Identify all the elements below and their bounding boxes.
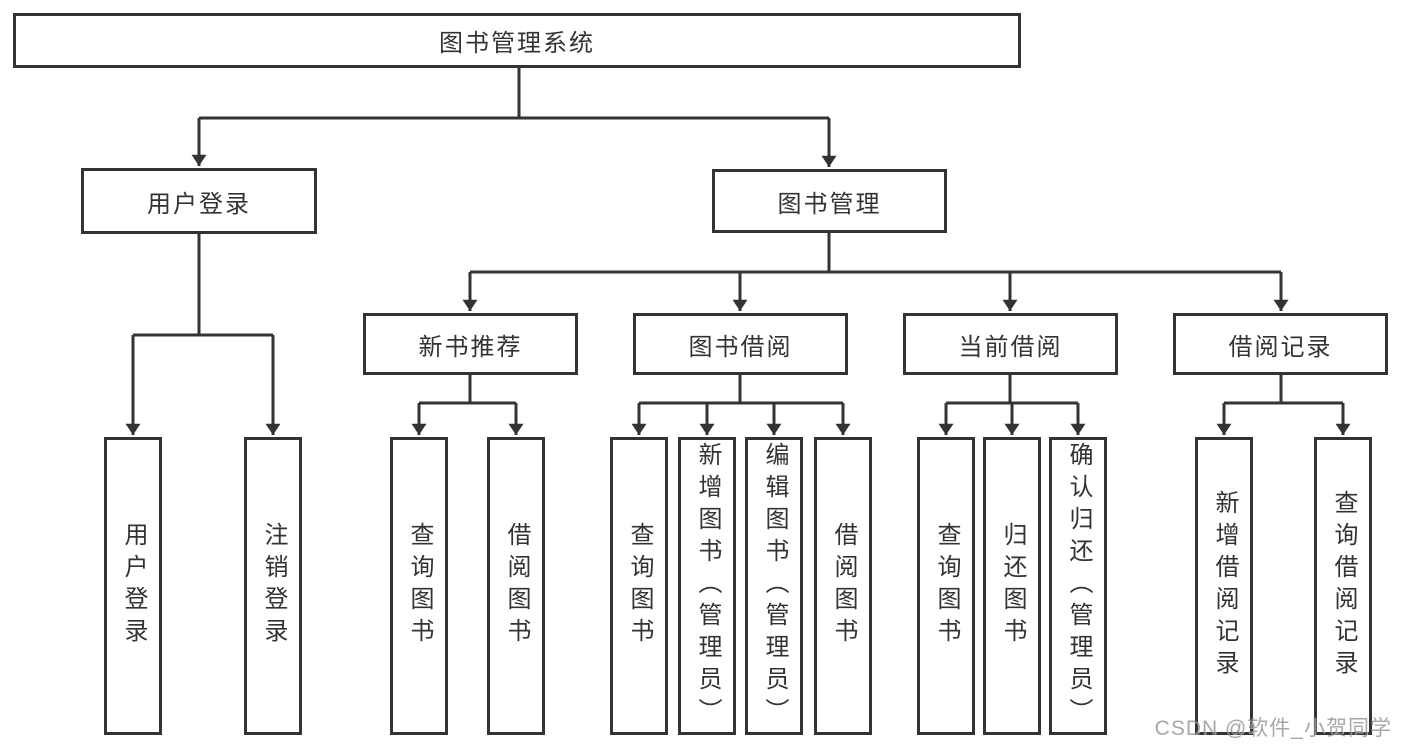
node-query-borrow-record: 查询借阅记录 xyxy=(1314,437,1372,735)
node-return-books-label: 归还图书 xyxy=(999,522,1026,650)
node-edit-books-admin-label: 编辑图书（管理员） xyxy=(761,442,788,730)
node-query-borrow-record-label: 查询借阅记录 xyxy=(1330,490,1357,682)
node-new-book-recommend-label: 新书推荐 xyxy=(418,333,523,361)
node-user-login-module-label: 用户登录 xyxy=(147,190,251,218)
node-user-login-module: 用户登录 xyxy=(81,168,317,234)
node-confirm-return-admin: 确认归还（管理员） xyxy=(1049,437,1107,735)
node-add-borrow-record-label: 新增借阅记录 xyxy=(1211,490,1238,682)
node-borrow-books-recommend-label: 借阅图书 xyxy=(503,522,530,650)
node-borrow-books-recommend: 借阅图书 xyxy=(487,437,545,735)
node-book-management-label: 图书管理 xyxy=(777,190,882,218)
node-current-borrow-label: 当前借阅 xyxy=(958,333,1063,361)
node-book-borrow-label: 图书借阅 xyxy=(688,333,793,361)
node-add-books-admin: 新增图书（管理员） xyxy=(678,437,736,735)
node-borrow-books-leaf-label: 借阅图书 xyxy=(830,522,857,650)
node-current-borrow: 当前借阅 xyxy=(903,313,1118,375)
node-query-books-borrow-label: 查询图书 xyxy=(626,522,653,650)
node-query-books-borrow: 查询图书 xyxy=(610,437,668,735)
node-edit-books-admin: 编辑图书（管理员） xyxy=(745,437,803,735)
node-return-books: 归还图书 xyxy=(983,437,1041,735)
node-query-books-current-label: 查询图书 xyxy=(933,522,960,650)
node-borrow-books-leaf: 借阅图书 xyxy=(814,437,872,735)
node-logout-leaf: 注销登录 xyxy=(244,437,302,735)
node-query-books-current: 查询图书 xyxy=(917,437,975,735)
node-root: 图书管理系统 xyxy=(13,13,1021,68)
node-logout-leaf-label: 注销登录 xyxy=(260,522,287,650)
node-borrow-records-label: 借阅记录 xyxy=(1228,333,1333,361)
node-root-label: 图书管理系统 xyxy=(439,30,595,57)
node-new-book-recommend: 新书推荐 xyxy=(363,313,578,375)
node-add-borrow-record: 新增借阅记录 xyxy=(1195,437,1253,735)
node-query-books-recommend: 查询图书 xyxy=(390,437,448,735)
node-confirm-return-admin-label: 确认归还（管理员） xyxy=(1065,442,1092,730)
node-user-login-leaf-label: 用户登录 xyxy=(120,522,147,650)
node-book-borrow: 图书借阅 xyxy=(633,313,848,375)
node-query-books-recommend-label: 查询图书 xyxy=(406,522,433,650)
node-book-management: 图书管理 xyxy=(712,169,947,233)
watermark: CSDN @软件_小贺同学 xyxy=(1154,717,1392,740)
node-user-login-leaf: 用户登录 xyxy=(104,437,162,735)
node-borrow-records: 借阅记录 xyxy=(1173,313,1388,375)
node-add-books-admin-label: 新增图书（管理员） xyxy=(694,442,721,730)
